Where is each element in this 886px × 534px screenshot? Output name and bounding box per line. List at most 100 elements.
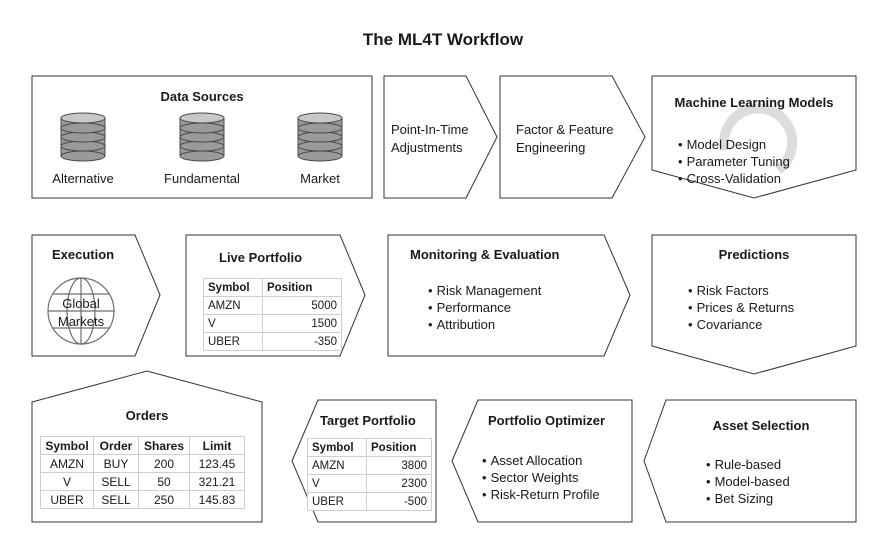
optimizer-bullet-sector: Sector Weights [482,469,600,486]
orders-col-symbol: Symbol [40,436,94,455]
data-source-market: Market [300,171,340,186]
monitoring-bullet-risk: Risk Management [428,282,542,299]
asset-selection-bullets: Rule-based Model-based Bet Sizing [706,456,790,507]
orders-cell: V [40,472,94,491]
asset-selection-heading: Asset Selection [712,418,810,433]
live-cell: AMZN [203,296,263,315]
ml-bullet-cross-validation: Cross-Validation [678,170,790,187]
table-row: UBER -500 [307,492,432,511]
live-cell: 5000 [262,296,342,315]
factor-engineering-shape [499,75,646,199]
predictions-bullet-prices: Prices & Returns [688,299,795,316]
target-portfolio-shape [291,399,437,523]
monitoring-shape [387,234,631,357]
database-icon-alternative [60,112,106,162]
predictions-shape [651,234,857,375]
diagram-title: The ML4T Workflow [362,30,524,49]
live-col-position: Position [262,278,342,297]
live-cell: 1500 [262,314,342,333]
globe-label-line1: Global [62,296,100,311]
target-cell: V [307,474,367,493]
execution-shape [31,234,161,357]
data-sources-box [31,75,373,199]
orders-cell: 50 [138,472,190,491]
table-row: V SELL 50 321.21 [40,472,245,491]
table-row: AMZN 3800 [307,456,432,475]
predictions-bullet-risk-factors: Risk Factors [688,282,794,299]
orders-cell: SELL [93,490,139,509]
live-cell: UBER [203,332,263,351]
table-row: V 2300 [307,474,432,493]
table-row: AMZN 5000 [203,296,342,315]
table-row: UBER -350 [203,332,342,351]
live-cell: V [203,314,263,333]
monitoring-bullet-attribution: Attribution [428,316,541,333]
orders-heading: Orders [125,408,169,423]
target-portfolio-heading: Target Portfolio [320,413,416,428]
execution-heading: Execution [52,247,115,262]
orders-cell: SELL [93,472,139,491]
asset-bullet-rule-based: Rule-based [706,456,790,473]
predictions-bullets: Risk Factors Prices & Returns Covariance [688,282,795,333]
factor-label-line2: Engineering [516,140,586,155]
live-portfolio-heading: Live Portfolio [219,250,303,265]
live-cell: -350 [262,332,342,351]
ml-bullet-parameter-tuning: Parameter Tuning [678,153,790,170]
orders-cell: 200 [138,454,190,473]
cycle-watermark-icon [719,103,798,175]
target-portfolio-table: Symbol Position AMZN 3800 V 2300 UBER -5… [307,438,432,511]
database-icon-fundamental [179,112,225,162]
predictions-heading: Predictions [718,247,790,262]
orders-cell: AMZN [40,454,94,473]
target-col-position: Position [366,438,432,457]
pit-label-line2: Adjustments [391,140,463,155]
orders-table: Symbol Order Shares Limit AMZN BUY 200 1… [40,436,245,509]
data-sources-heading: Data Sources [160,89,244,104]
monitoring-bullets: Risk Management Performance Attribution [428,282,542,333]
optimizer-heading: Portfolio Optimizer [488,413,605,428]
orders-cell: 123.45 [189,454,245,473]
ml-models-heading: Machine Learning Models [674,95,834,110]
asset-selection-shape [643,399,857,523]
asset-bullet-bet-sizing: Bet Sizing [706,490,790,507]
pit-adjustments-shape [383,75,498,199]
target-cell: -500 [366,492,432,511]
orders-col-shares: Shares [138,436,190,455]
orders-cell: 250 [138,490,190,509]
orders-cell: UBER [40,490,94,509]
globe-icon [47,277,115,345]
target-cell: AMZN [307,456,367,475]
orders-cell: BUY [93,454,139,473]
target-cell: 3800 [366,456,432,475]
asset-bullet-model-based: Model-based [706,473,790,490]
globe-label-line2: Markets [57,314,105,329]
ml-models-bullets: Model Design Parameter Tuning Cross-Vali… [678,136,790,187]
live-portfolio-table: Symbol Position AMZN 5000 V 1500 UBER -3… [203,278,342,351]
predictions-bullet-covariance: Covariance [688,316,794,333]
target-cell: UBER [307,492,367,511]
optimizer-shape [451,399,633,523]
table-row: V 1500 [203,314,342,333]
live-col-symbol: Symbol [203,278,263,297]
live-portfolio-shape [185,234,366,357]
table-row: UBER SELL 250 145.83 [40,490,245,509]
optimizer-bullets: Asset Allocation Sector Weights Risk-Ret… [482,452,600,503]
database-icon-market [297,112,343,162]
target-col-symbol: Symbol [307,438,367,457]
orders-col-limit: Limit [189,436,245,455]
ml-bullet-model-design: Model Design [678,136,790,153]
orders-col-order: Order [93,436,139,455]
table-row: AMZN BUY 200 123.45 [40,454,245,473]
orders-cell: 321.21 [189,472,245,491]
target-cell: 2300 [366,474,432,493]
orders-cell: 145.83 [189,490,245,509]
monitoring-heading: Monitoring & Evaluation [410,247,560,262]
data-source-fundamental: Fundamental [164,171,240,186]
orders-shape [31,370,263,523]
ml-models-shape [651,75,857,199]
optimizer-bullet-allocation: Asset Allocation [482,452,600,469]
optimizer-bullet-risk-return: Risk-Return Profile [482,486,600,503]
data-source-alternative: Alternative [52,171,114,186]
monitoring-bullet-performance: Performance [428,299,541,316]
